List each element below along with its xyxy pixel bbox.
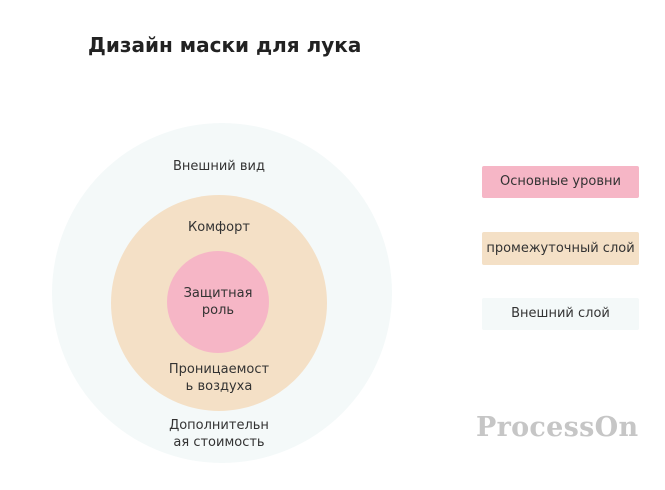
core-label: Защитная роль — [183, 286, 253, 318]
legend-core-label: Основные уровни — [500, 174, 621, 189]
processon-watermark: ProcessOn — [476, 412, 639, 443]
diagram-title: Дизайн маски для лука — [88, 33, 362, 57]
core-layer-circle[interactable] — [167, 251, 269, 353]
legend-core-layer[interactable]: Основные уровни — [482, 166, 639, 198]
legend-middle-label: промежуточный слой — [486, 240, 635, 256]
legend-middle-layer[interactable]: промежуточный слой — [482, 232, 639, 265]
legend-outer-label: Внешний слой — [511, 306, 610, 321]
middle-bottom-label: Проницаемост ь воздуха — [168, 362, 270, 394]
outer-top-label: Внешний вид — [173, 159, 265, 174]
middle-top-label: Комфорт — [188, 220, 250, 235]
outer-bottom-label: Дополнительн ая стоимость — [169, 418, 269, 450]
legend-outer-layer[interactable]: Внешний слой — [482, 298, 639, 330]
